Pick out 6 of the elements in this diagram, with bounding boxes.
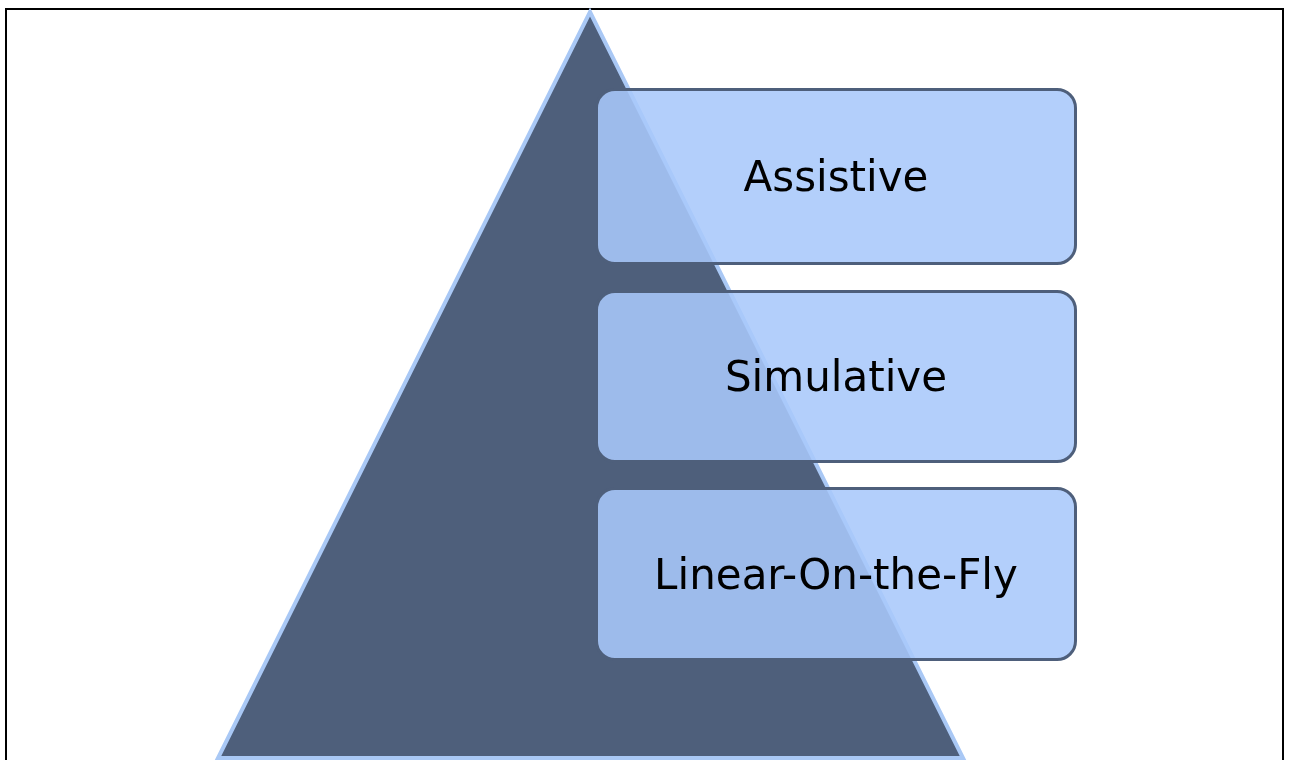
box-label: Simulative (724, 352, 948, 401)
box-label: Linear-On-the-Fly (654, 549, 1018, 599)
process-box (595, 290, 1077, 463)
process-box (595, 88, 1077, 265)
box-label: Assistive (743, 152, 929, 201)
process-box (595, 487, 1077, 661)
